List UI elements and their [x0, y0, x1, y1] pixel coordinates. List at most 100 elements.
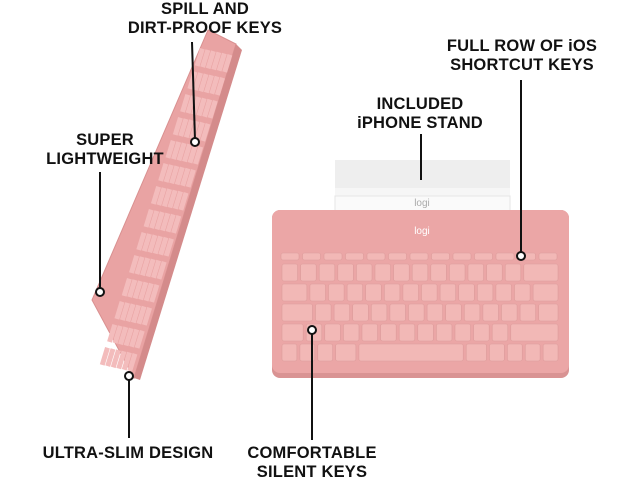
key[interactable]	[281, 303, 313, 322]
key[interactable]	[358, 343, 464, 362]
key[interactable]	[436, 323, 453, 342]
key[interactable]	[473, 323, 490, 342]
key[interactable]	[476, 283, 494, 302]
key[interactable]	[439, 283, 457, 302]
key[interactable]	[449, 263, 466, 282]
key[interactable]	[458, 283, 475, 302]
key[interactable]	[519, 303, 536, 322]
key[interactable]	[318, 263, 336, 282]
key[interactable]	[361, 323, 378, 342]
tilted-key	[107, 324, 118, 343]
key[interactable]	[309, 283, 326, 302]
key[interactable]	[345, 252, 364, 261]
key[interactable]	[538, 303, 559, 322]
key[interactable]	[486, 263, 503, 282]
key[interactable]	[315, 303, 332, 322]
key[interactable]	[524, 343, 541, 362]
key[interactable]	[324, 323, 341, 342]
tilted-key	[161, 188, 172, 208]
key[interactable]	[408, 303, 425, 322]
tilted-key	[165, 213, 176, 233]
key[interactable]	[300, 263, 317, 282]
key[interactable]	[302, 252, 321, 261]
tilted-key	[149, 210, 160, 229]
key[interactable]	[417, 323, 434, 342]
key[interactable]	[281, 323, 304, 342]
tilted-key	[125, 303, 136, 323]
key[interactable]	[323, 252, 343, 261]
key[interactable]	[328, 283, 345, 302]
key[interactable]	[431, 252, 450, 261]
tilted-key	[121, 351, 132, 371]
key[interactable]	[426, 303, 443, 322]
callout-text: SHORTCUT KEYS	[450, 56, 594, 74]
tilted-key	[116, 350, 127, 370]
tilted-key	[211, 51, 222, 71]
key[interactable]	[463, 303, 481, 322]
tilted-key	[193, 146, 204, 165]
key[interactable]	[474, 252, 493, 261]
tilted-key	[145, 258, 156, 278]
key[interactable]	[281, 263, 298, 282]
key[interactable]	[370, 303, 388, 322]
key[interactable]	[317, 343, 333, 362]
tilted-key	[185, 169, 196, 188]
tilted-key	[119, 302, 130, 321]
key[interactable]	[388, 252, 407, 261]
tilted-key	[105, 348, 116, 367]
tilted-key	[203, 74, 214, 94]
key[interactable]	[504, 263, 522, 282]
callout-text: SPILL AND	[161, 0, 249, 18]
tilted-key	[99, 347, 110, 366]
key[interactable]	[380, 323, 397, 342]
callout-text: FULL ROW OF iOS	[446, 37, 598, 55]
key[interactable]	[411, 263, 429, 282]
key[interactable]	[452, 252, 472, 261]
tilted-key	[129, 328, 140, 348]
key[interactable]	[374, 263, 391, 282]
key[interactable]	[495, 283, 512, 302]
key[interactable]	[495, 252, 515, 261]
key[interactable]	[445, 303, 462, 322]
tilted-key	[112, 325, 123, 344]
key[interactable]	[333, 303, 350, 322]
tilted-key	[183, 119, 194, 139]
key[interactable]	[280, 252, 300, 261]
key[interactable]	[337, 263, 354, 282]
key[interactable]	[489, 343, 505, 362]
key[interactable]	[346, 283, 364, 302]
key[interactable]	[356, 263, 373, 282]
key[interactable]	[507, 343, 523, 362]
key[interactable]	[491, 323, 509, 342]
key[interactable]	[421, 283, 438, 302]
key[interactable]	[542, 343, 559, 362]
tilted-key	[180, 167, 191, 187]
key[interactable]	[281, 343, 298, 362]
key[interactable]	[366, 252, 386, 261]
key[interactable]	[365, 283, 382, 302]
key[interactable]	[335, 343, 357, 362]
key[interactable]	[352, 303, 369, 322]
key[interactable]	[514, 283, 531, 302]
tilted-key	[154, 211, 165, 231]
key[interactable]	[501, 303, 518, 322]
key[interactable]	[389, 303, 406, 322]
key[interactable]	[383, 283, 401, 302]
key[interactable]	[454, 323, 471, 342]
tilted-key	[134, 256, 145, 275]
key[interactable]	[398, 323, 416, 342]
key[interactable]	[393, 263, 410, 282]
key[interactable]	[510, 323, 559, 342]
key[interactable]	[532, 283, 559, 302]
key[interactable]	[465, 343, 487, 362]
key[interactable]	[523, 263, 559, 282]
key[interactable]	[409, 252, 429, 261]
key[interactable]	[281, 283, 308, 302]
key[interactable]	[402, 283, 419, 302]
key[interactable]	[343, 323, 360, 342]
key[interactable]	[467, 263, 484, 282]
key[interactable]	[482, 303, 499, 322]
key[interactable]	[430, 263, 447, 282]
key[interactable]	[538, 252, 558, 261]
